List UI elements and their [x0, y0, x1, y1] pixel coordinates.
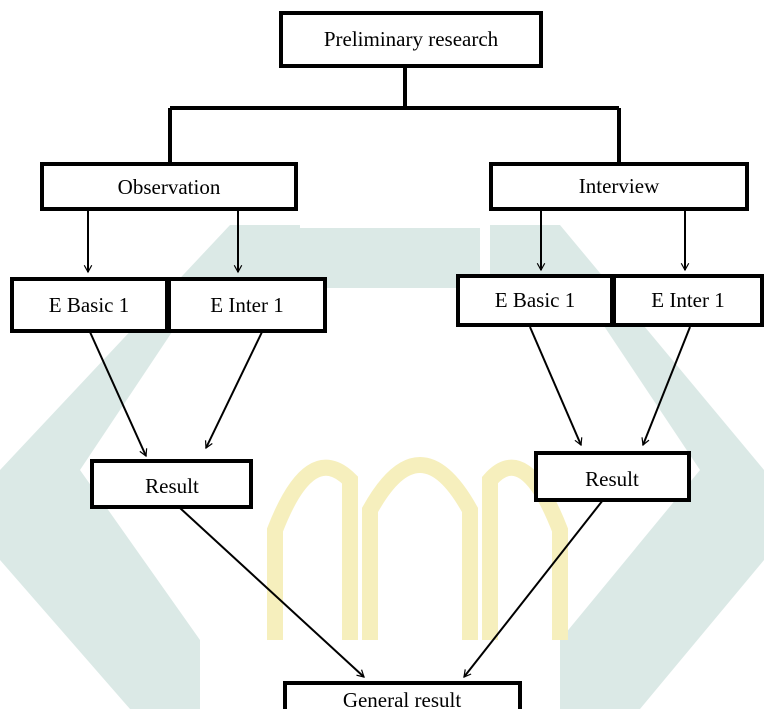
node-label: General result: [343, 688, 462, 709]
node-label: E Inter 1: [210, 293, 283, 317]
node-box: [40, 162, 298, 211]
arrow-obs-inter-to-result: [204, 331, 263, 450]
watermark-center-block: [300, 228, 480, 288]
node-label: E Basic 1: [495, 288, 575, 312]
node-box: [456, 274, 614, 327]
node-interview-inter: E Inter 1: [612, 274, 764, 327]
node-observation-result: Result: [90, 459, 253, 509]
watermark-arch-left: [267, 459, 358, 640]
watermark-right-chevron: [490, 225, 764, 709]
node-label: Result: [585, 467, 639, 491]
node-box: [90, 459, 253, 509]
node-interview: Interview: [489, 162, 749, 211]
watermark-teal-shapes: [0, 225, 764, 709]
node-interview-result: Result: [534, 451, 691, 502]
watermark-arch-center: [362, 457, 478, 640]
watermark-emblem: [0, 225, 764, 709]
node-box: [167, 277, 327, 333]
arrow-int-result-to-general: [463, 499, 604, 678]
node-box: [283, 681, 522, 709]
node-label: Result: [145, 474, 199, 498]
watermark-gold-arches: [267, 457, 568, 640]
node-interview-basic: E Basic 1: [456, 274, 614, 327]
node-label: E Basic 1: [49, 293, 129, 317]
node-label: Observation: [118, 175, 221, 199]
node-general-result: General result: [283, 681, 522, 709]
arrow-int-inter-to-result: [641, 326, 691, 447]
node-box: [534, 451, 691, 502]
node-box: [612, 274, 764, 327]
node-box: [10, 277, 169, 333]
watermark-left-chevron: [0, 225, 300, 709]
watermark-arch-right: [482, 459, 568, 640]
node-observation-inter: E Inter 1: [167, 277, 327, 333]
node-label: Preliminary research: [324, 27, 499, 51]
node-box: [489, 162, 749, 211]
node-box: [279, 11, 543, 68]
node-label: E Inter 1: [651, 288, 724, 312]
node-preliminary-research: Preliminary research: [279, 11, 543, 68]
node-observation-basic: E Basic 1: [10, 277, 169, 333]
arrow-int-basic-to-result: [529, 326, 583, 447]
arrow-obs-result-to-general: [179, 507, 365, 678]
connectors: [83, 66, 691, 678]
node-label: Interview: [579, 174, 660, 198]
arrow-obs-basic-to-result: [89, 331, 148, 458]
node-observation: Observation: [40, 162, 298, 211]
